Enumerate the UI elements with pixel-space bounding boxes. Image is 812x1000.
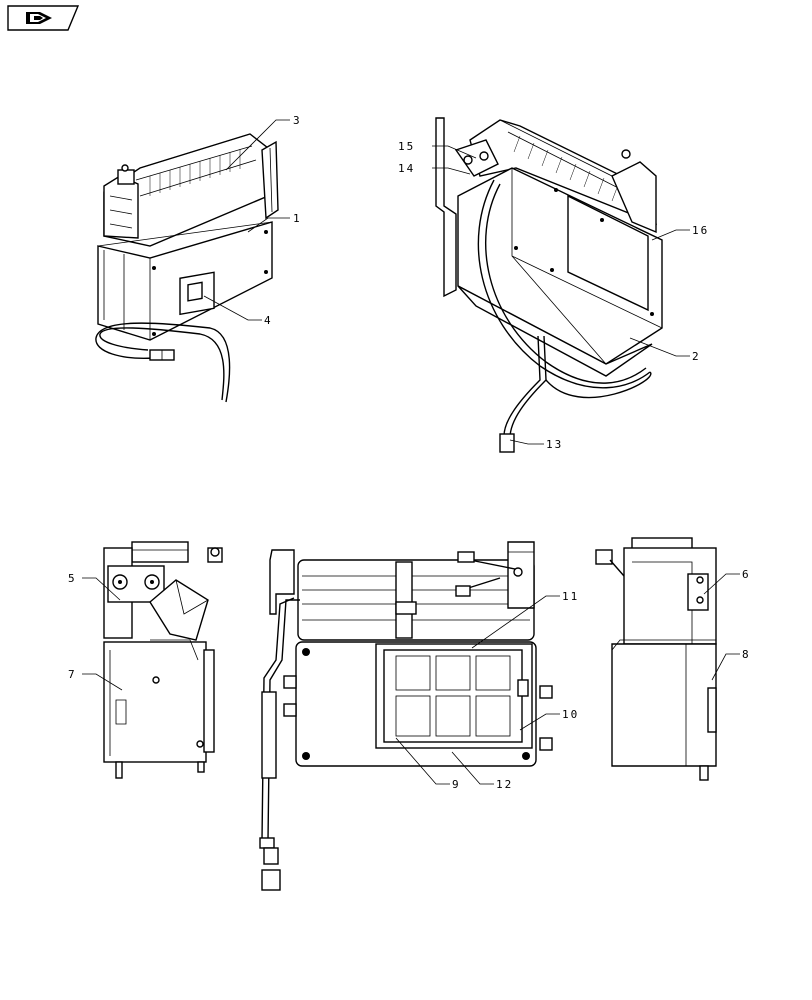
book-arrow-icon [26,12,52,24]
callout-2: 2 [692,350,701,363]
callout-4: 4 [264,314,273,327]
callout-5: 5 [68,572,77,585]
callout-6: 6 [742,568,751,581]
leader-lines [82,119,740,785]
front-view [259,541,553,891]
callout-12: 12 [496,778,513,791]
callout-labels: 3 1 4 15 14 16 2 13 5 7 6 8 11 10 9 12 [68,114,751,791]
callout-11: 11 [562,590,579,603]
iso-view-right [435,117,663,453]
side-view-right [595,537,717,781]
callout-15: 15 [398,140,415,153]
callout-14: 14 [398,162,415,175]
callout-16: 16 [692,224,709,237]
callout-13: 13 [546,438,563,451]
callout-3: 3 [293,114,302,127]
nav-button[interactable] [7,5,80,31]
callout-9: 9 [452,778,461,791]
callout-10: 10 [562,708,579,721]
iso-view-left [95,133,279,403]
side-view-left [103,541,223,779]
callout-8: 8 [742,648,751,661]
callout-1: 1 [293,212,302,225]
callout-7: 7 [68,668,77,681]
